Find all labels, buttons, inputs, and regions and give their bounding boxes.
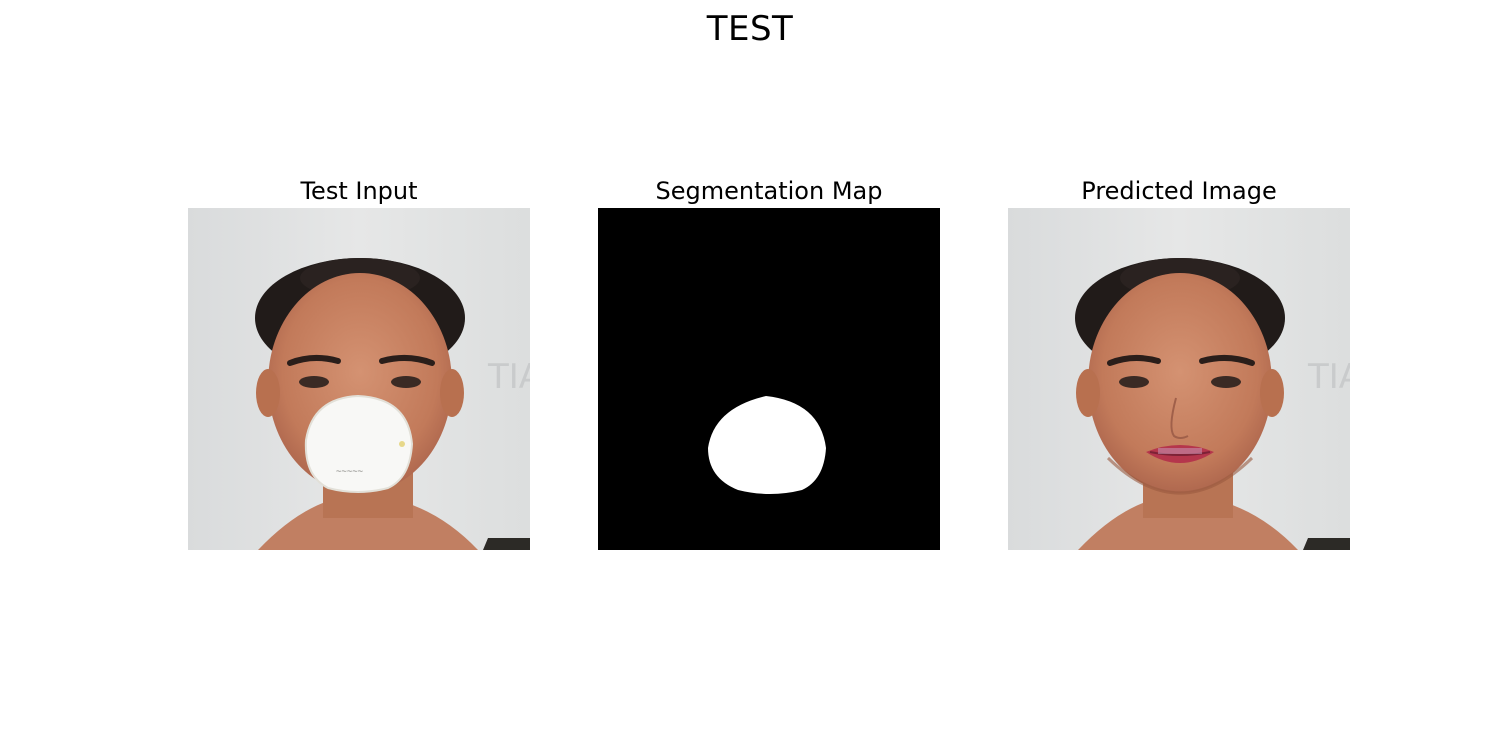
svg-text:TIAI: TIAI <box>487 357 530 397</box>
svg-text:TIAI: TIAI <box>1307 357 1350 397</box>
test-input-image: TIAI ~~~~~ <box>188 208 530 550</box>
svg-text:~~~~~: ~~~~~ <box>336 467 364 477</box>
segmentation-map-image <box>598 208 940 550</box>
segmentation-map-panel: Segmentation Map <box>598 174 940 550</box>
predicted-image: TIAI <box>1008 208 1350 550</box>
figure-title: TEST <box>706 9 794 49</box>
test-input-panel: Test Input TIAI <box>188 174 530 550</box>
segmentation-map-title: Segmentation Map <box>655 177 883 205</box>
test-input-title: Test Input <box>300 177 418 205</box>
predicted-image-title: Predicted Image <box>1081 177 1277 205</box>
predicted-image-panel: Predicted Image TIAI <box>1008 174 1350 550</box>
